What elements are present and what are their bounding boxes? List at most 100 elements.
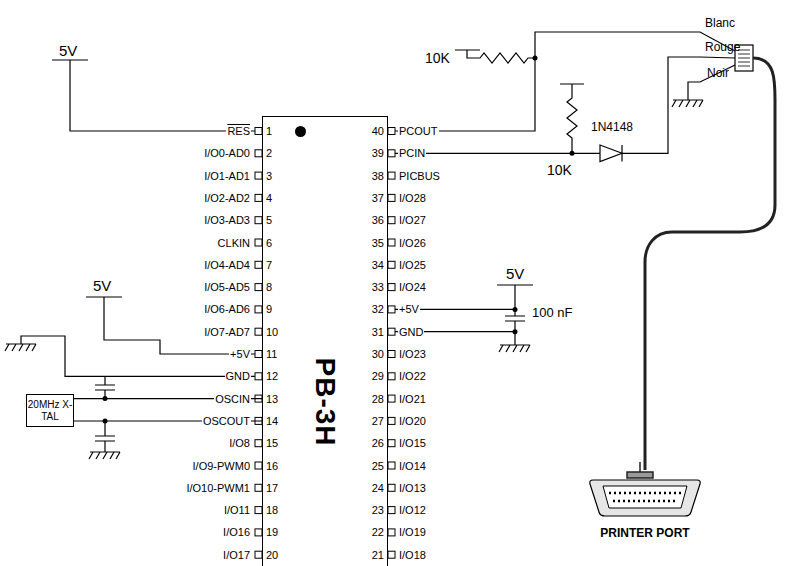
wire-colour: Rouge	[704, 40, 741, 54]
pin-number: 2	[265, 146, 273, 160]
pin-name: I/O15	[398, 436, 427, 450]
pin-number: 11	[265, 347, 278, 361]
pin-stub	[388, 395, 395, 402]
pin-stub	[255, 194, 262, 201]
pin-name: I/O9-PWM0	[192, 459, 251, 473]
pin-name: I/O3-AD3	[203, 213, 251, 227]
pin-number: 19	[265, 525, 279, 539]
pin-number: 9	[265, 302, 273, 316]
pin-number: 3	[265, 169, 273, 183]
pin-number: 28	[371, 392, 385, 406]
pin-stub	[255, 328, 262, 335]
pin1-marker	[295, 126, 306, 137]
chip-name: PB-3H	[309, 357, 341, 446]
pin-name: I/O8	[228, 436, 251, 450]
pin-stub	[388, 261, 395, 268]
crystal-box: 20MHz X-TAL	[26, 394, 74, 427]
pin-name: I/O23	[398, 347, 427, 361]
pin-stub	[255, 217, 262, 224]
pin-number: 7	[265, 258, 273, 272]
pin-name: I/O28	[398, 191, 427, 205]
pin-name: +5V	[398, 302, 420, 316]
pin-name: I/O18	[398, 548, 427, 562]
pin-name: I/O0-AD0	[203, 146, 251, 160]
pin-stub	[255, 351, 262, 358]
crystal-label: 20MHz X-TAL	[27, 399, 73, 423]
pin-stub	[255, 529, 262, 536]
pin-name: I/O11	[223, 503, 251, 517]
pin-number: 33	[371, 280, 385, 294]
pin-number: 32	[371, 302, 385, 316]
pin-stub	[388, 328, 395, 335]
pin-name: I/O27	[398, 213, 427, 227]
pin-number: 16	[265, 459, 279, 473]
pin-name: I/O25	[398, 258, 427, 272]
pin-name: PCOUT	[398, 124, 439, 138]
supply-label: 5V	[505, 265, 525, 282]
pin-stub	[388, 150, 395, 157]
pin-stub	[255, 128, 262, 135]
pin-number: 29	[371, 369, 385, 383]
pin-number: 13	[265, 392, 279, 406]
pin-stub	[388, 172, 395, 179]
pin-number: 8	[265, 280, 273, 294]
pin-stub	[388, 484, 395, 491]
connector-pins	[609, 493, 681, 501]
pin-stub	[255, 261, 262, 268]
pin-number: 15	[265, 436, 279, 450]
connector-shell	[590, 480, 700, 516]
pin-number: 12	[265, 369, 279, 383]
pin-stub	[388, 417, 395, 424]
pin-name: I/O12	[398, 503, 427, 517]
connector-face	[603, 486, 687, 508]
pin-stub	[388, 284, 395, 291]
pin-stub	[388, 128, 395, 135]
pin-name: I/O4-AD4	[203, 258, 251, 272]
pin-stub	[388, 351, 395, 358]
pin-stub	[255, 306, 262, 313]
cable-boot	[627, 462, 653, 478]
pin-number: 23	[371, 503, 385, 517]
pin-number: 4	[265, 191, 273, 205]
pin-number: 39	[371, 146, 385, 160]
pin-name: I/O5-AD5	[203, 280, 251, 294]
pin-number: 31	[371, 325, 385, 339]
pin-name: RES	[226, 124, 251, 138]
pin-number: 18	[265, 503, 279, 517]
pin-number: 26	[371, 436, 385, 450]
pin-stub	[388, 194, 395, 201]
pin-number: 6	[265, 236, 273, 250]
pin-name: I/O13	[398, 481, 427, 495]
pin-stub	[255, 551, 262, 558]
pin-stub	[255, 373, 262, 380]
port-label: PRINTER PORT	[585, 526, 705, 540]
pin-stub	[388, 529, 395, 536]
pin-name: I/O6-AD6	[203, 302, 251, 316]
pin-stub	[255, 150, 262, 157]
pin-number: 38	[371, 169, 385, 183]
pin-number: 24	[371, 481, 385, 495]
pin-number: 10	[265, 325, 279, 339]
pin-number: 36	[371, 213, 385, 227]
resistor-value: 10K	[546, 162, 573, 178]
pin-stub	[255, 172, 262, 179]
pin-stub	[388, 217, 395, 224]
pin-number: 22	[371, 525, 385, 539]
pin-name: GND	[225, 369, 251, 383]
pin-number: 17	[265, 481, 279, 495]
diode-part: 1N4148	[590, 120, 634, 134]
pin-name: I/O19	[398, 525, 427, 539]
resistor-value: 10K	[424, 50, 451, 66]
pin-number: 20	[265, 548, 279, 562]
wire-colour: Blanc	[704, 16, 736, 30]
ic-body: PB-3H	[262, 116, 388, 566]
pin-name: I/O24	[398, 280, 427, 294]
supply-label: 5V	[58, 42, 78, 59]
pin-stub	[255, 462, 262, 469]
pin-name: I/O2-AD2	[203, 191, 251, 205]
pin-number: 1	[265, 124, 273, 138]
printer-port-icon	[585, 462, 705, 524]
pin-name: I/O26	[398, 236, 427, 250]
wire-colour: Noir	[706, 66, 730, 80]
pin-stub	[388, 507, 395, 514]
